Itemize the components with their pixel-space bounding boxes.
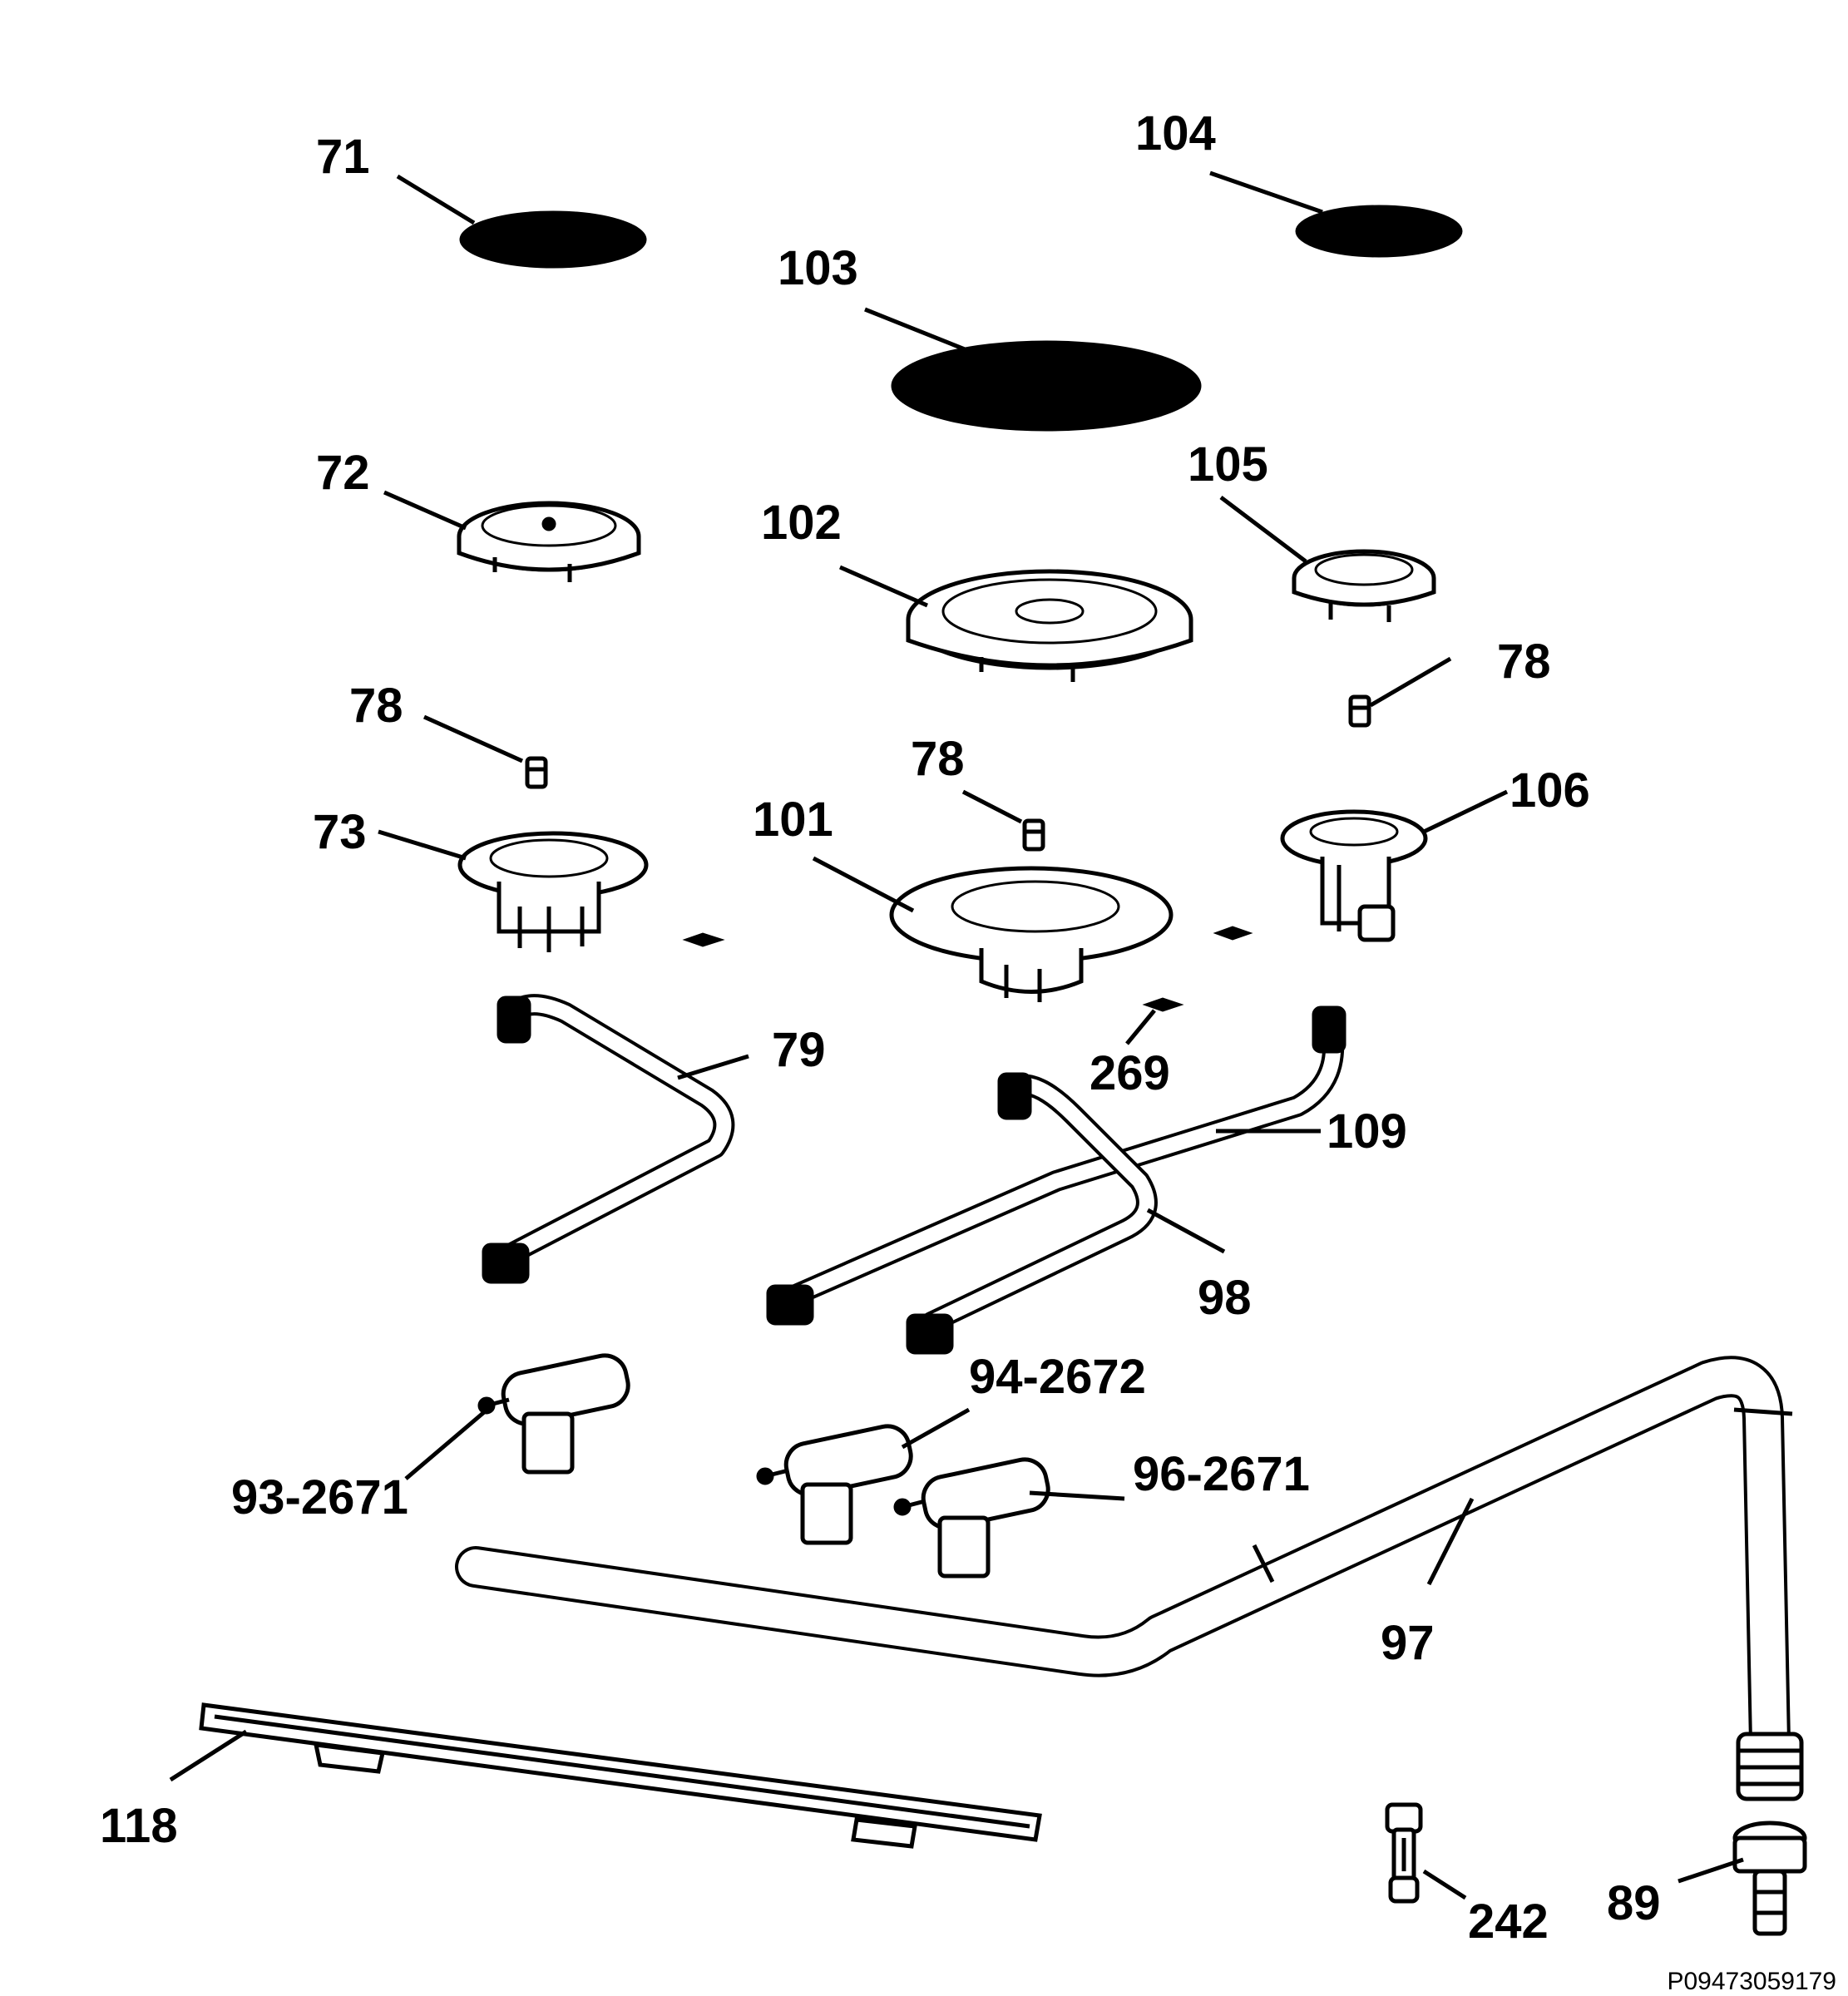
callout-96-2671: 96-2671	[1133, 1447, 1310, 1501]
drawing-reference-code: P09473059179	[1667, 1968, 1836, 1995]
part-79-gas-tube	[482, 994, 735, 1284]
callout-78-center: 78	[911, 732, 965, 786]
callout-118: 118	[100, 1799, 178, 1853]
part-242-connector	[1385, 1802, 1423, 1904]
callout-73: 73	[313, 805, 367, 859]
callout-labels: 71 104 103 72 102 105 78 78 78 73 101 10…	[100, 106, 1661, 1949]
part-103-burner-cap-large	[891, 340, 1202, 432]
part-269-clip	[1142, 997, 1184, 1012]
part-89-hose-fitting	[1732, 1821, 1807, 1936]
callout-89: 89	[1607, 1876, 1661, 1930]
part-101-burner-body-large	[889, 866, 1174, 1002]
part-71-burner-cap-small	[459, 210, 647, 269]
callout-94-2672: 94-2672	[969, 1350, 1146, 1404]
callout-104: 104	[1135, 106, 1216, 161]
part-78-screw-left	[525, 756, 548, 789]
part-72-burner-crown	[457, 501, 641, 582]
part-97-gas-ramp	[455, 1356, 1804, 1801]
part-102-burner-crown-large	[906, 569, 1193, 682]
callout-269: 269	[1090, 1046, 1170, 1100]
part-98-gas-tube	[906, 1072, 1158, 1355]
callout-102: 102	[761, 496, 842, 550]
clip-right	[1213, 926, 1253, 941]
clip-left	[682, 932, 725, 947]
callout-106: 106	[1510, 763, 1590, 818]
callout-103: 103	[778, 241, 858, 295]
callout-78-left: 78	[349, 679, 403, 733]
part-78-screw-center	[1022, 818, 1045, 852]
leader-lines	[169, 170, 1744, 1900]
part-93-2671-gas-tap	[477, 1353, 630, 1475]
callout-72: 72	[316, 446, 370, 500]
callout-97: 97	[1381, 1616, 1435, 1670]
part-94-2672-gas-tap	[756, 1424, 913, 1545]
callout-79: 79	[772, 1023, 826, 1077]
callout-242: 242	[1468, 1895, 1549, 1949]
callout-78-right: 78	[1497, 635, 1551, 689]
part-96-2671-gas-tap	[893, 1457, 1050, 1579]
part-104-burner-cap-small	[1295, 205, 1463, 258]
callout-98: 98	[1198, 1271, 1252, 1325]
callout-101: 101	[753, 793, 833, 847]
part-106-burner-body-small	[1280, 809, 1428, 942]
callout-93-2671: 93-2671	[231, 1470, 408, 1524]
callout-105: 105	[1188, 437, 1268, 492]
part-109-gas-tube	[766, 1005, 1346, 1326]
part-78-screw-right	[1348, 694, 1371, 728]
part-118-rail-bracket	[199, 1702, 1042, 1849]
part-73-burner-body	[457, 831, 649, 952]
callout-71: 71	[316, 130, 370, 184]
callout-109: 109	[1327, 1104, 1407, 1159]
part-105-burner-crown-small	[1292, 549, 1436, 622]
